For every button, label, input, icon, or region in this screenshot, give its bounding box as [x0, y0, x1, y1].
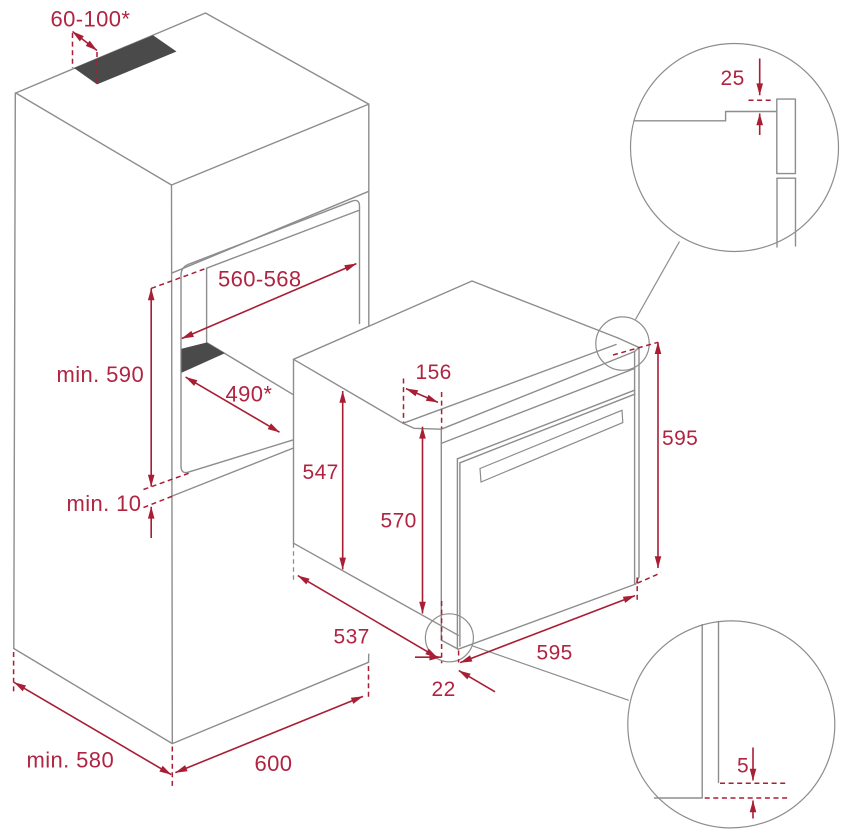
- svg-text:537: 537: [334, 625, 370, 648]
- svg-text:560-568: 560-568: [218, 266, 302, 291]
- svg-text:490*: 490*: [226, 382, 273, 407]
- svg-text:595: 595: [537, 641, 573, 664]
- svg-text:min. 580: min. 580: [27, 748, 115, 773]
- svg-text:570: 570: [381, 509, 417, 532]
- svg-text:60-100*: 60-100*: [51, 7, 131, 32]
- svg-text:22: 22: [432, 678, 456, 701]
- svg-text:547: 547: [303, 461, 339, 484]
- svg-text:156: 156: [416, 361, 452, 384]
- svg-text:600: 600: [255, 751, 293, 776]
- svg-text:5: 5: [737, 754, 749, 777]
- svg-text:min. 10: min. 10: [67, 491, 142, 516]
- svg-text:595: 595: [662, 427, 698, 450]
- svg-text:25: 25: [721, 67, 745, 90]
- svg-text:min. 590: min. 590: [57, 362, 145, 387]
